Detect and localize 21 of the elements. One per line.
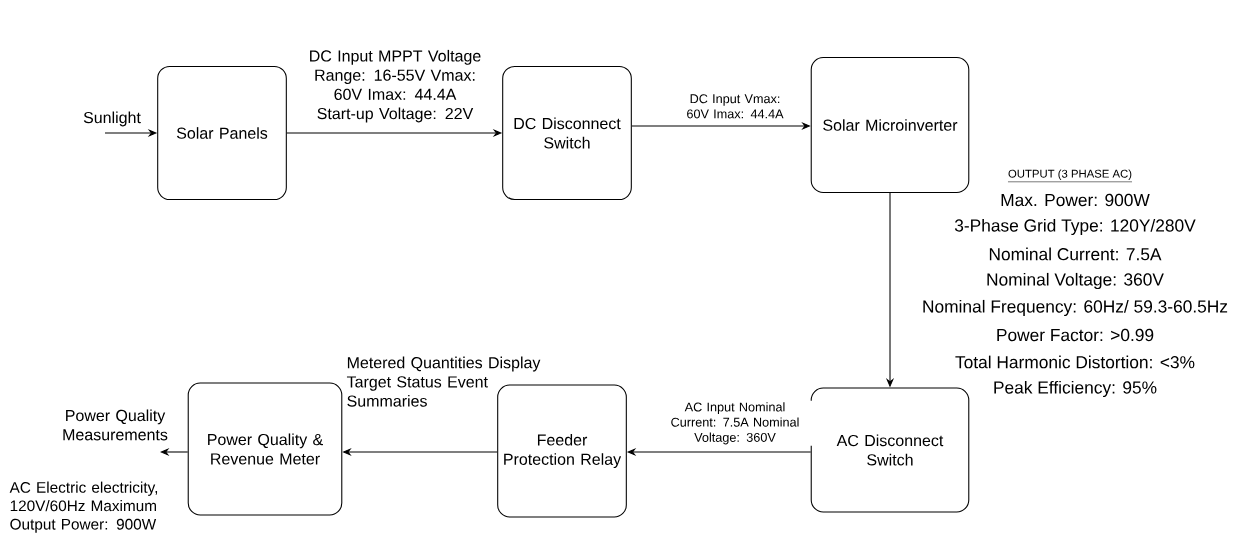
spec-text: 3-Phase Grid Type: 120Y/280V <box>954 218 1196 236</box>
process-box: Solar Panels <box>157 65 287 201</box>
process-box: Feeder Protection Relay <box>497 384 627 518</box>
spec-text: Nominal Voltage: 360V <box>987 272 1164 290</box>
edge-label: AC Input Nominal Current: 7.5A Nominal Voltage: 360V <box>655 400 815 446</box>
process-box: Power Quality & Revenue Meter <box>187 382 343 516</box>
spec-text: Total Harmonic Distortion: <3% <box>955 355 1195 369</box>
section-heading: OUTPUT (3 PHASE AC) <box>1007 169 1133 183</box>
process-box: DC Disconnect Switch <box>502 65 632 201</box>
edge-label: DC Input Vmax: 60V Imax: 44.4A <box>683 92 787 120</box>
edge-label: Sunlight <box>83 111 141 127</box>
spec-text: Nominal Current: 7.5A <box>989 247 1162 261</box>
spec-text: Nominal Frequency: 60Hz/ 59.3-60.5Hz <box>923 299 1228 317</box>
edge-label: DC Input MPPT Voltage Range: 16-55V Vmax: 60V Imax: 44.4A Start-up Voltage: 22V <box>288 48 502 124</box>
spec-text: Max. Power: 900W <box>1001 193 1150 207</box>
spec-text: Power Factor: >0.99 <box>997 328 1154 342</box>
spec-text: Peak Efficiency: 95% <box>994 380 1157 398</box>
spec-text: AC Electric electricity, 120V/60Hz Maximum Output Power: 900W <box>9 481 158 533</box>
process-box: AC Disconnect Switch <box>810 387 970 513</box>
edge-label: Power Quality Measurements <box>63 409 168 441</box>
process-box: Solar Microinverter <box>810 57 970 193</box>
